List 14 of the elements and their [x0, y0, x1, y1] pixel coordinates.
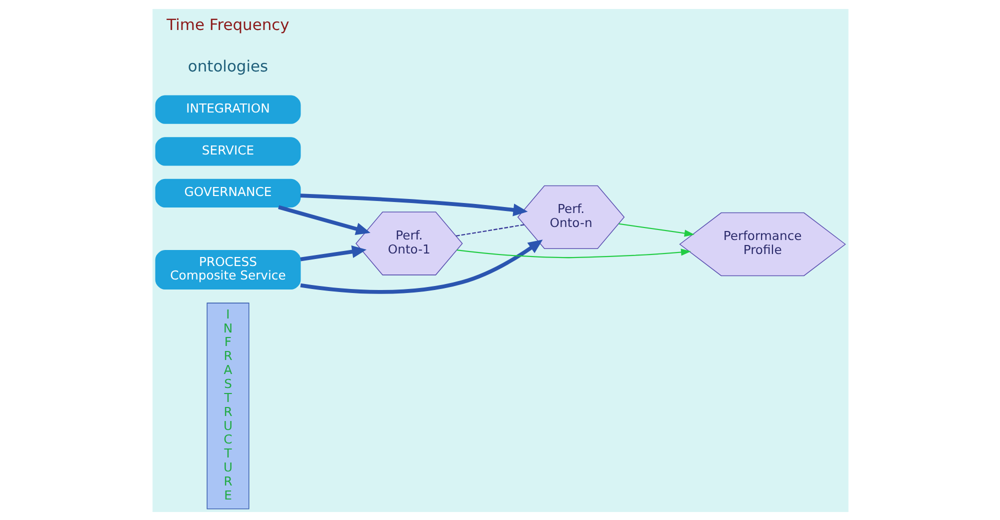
arrow: [618, 222, 694, 236]
arrow: [300, 244, 366, 261]
label: ontologies: [187, 57, 268, 76]
node-box: PROCESS Composite Service: [154, 250, 300, 290]
node-box: GOVERNANCE: [154, 178, 300, 207]
node-box: INTEGRATION: [154, 94, 300, 124]
arrow: [278, 204, 370, 235]
arrow: [300, 193, 528, 216]
label: Time Frequency: [166, 15, 289, 34]
connector: [455, 224, 524, 236]
arrow: [300, 239, 542, 294]
arrow: [456, 248, 691, 258]
node-box: INFRASTRUCTURE: [206, 302, 249, 509]
node-box: SERVICE: [154, 136, 300, 166]
